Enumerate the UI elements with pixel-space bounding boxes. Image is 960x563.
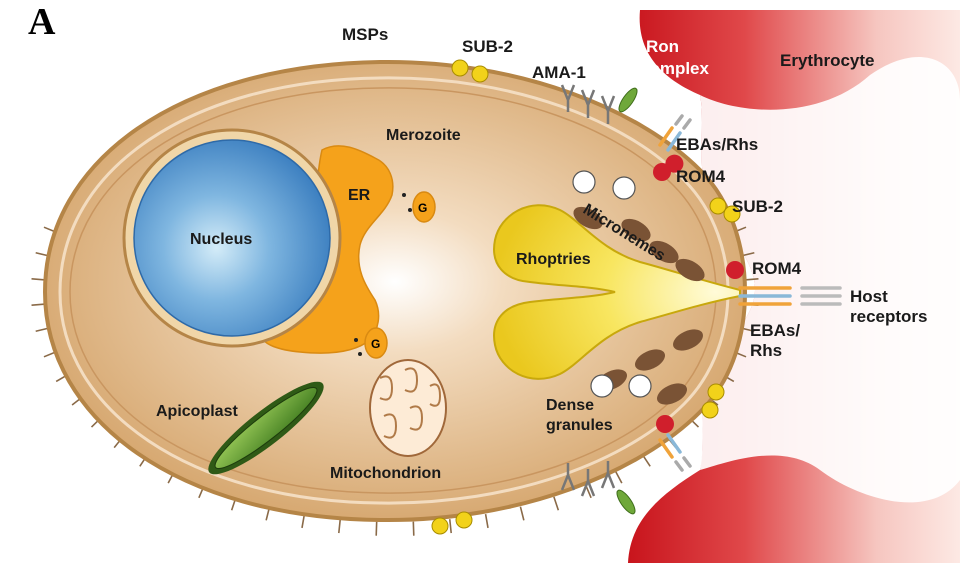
- msp-spike: [520, 507, 523, 521]
- dense-granule: [613, 177, 635, 199]
- vesicle-dot: [354, 338, 358, 342]
- label-ron-complex-1: Ron: [646, 37, 679, 56]
- label-dense-granules-2: granules: [546, 417, 613, 434]
- dense-granule: [591, 375, 613, 397]
- msp-spike: [486, 514, 488, 528]
- label-merozoite: Merozoite: [386, 127, 461, 144]
- label-apicoplast: Apicoplast: [156, 403, 238, 420]
- rom4-protein: [653, 163, 671, 181]
- label-host-receptors-2: receptors: [850, 307, 927, 326]
- ron-complex-protein: [614, 488, 638, 517]
- label-ebas-rhs-1: EBAs/: [750, 321, 800, 340]
- label-erythrocyte: Erythrocyte: [780, 51, 874, 70]
- vesicle-dot: [358, 352, 362, 356]
- label-host-receptors-1: Host: [850, 287, 888, 306]
- label-er: ER: [348, 187, 371, 204]
- sub2-protein: [472, 66, 488, 82]
- sub2-protein: [432, 518, 448, 534]
- sub2-protein: [708, 384, 724, 400]
- label-nucleus: Nucleus: [190, 231, 252, 248]
- msp-spike: [339, 519, 340, 533]
- msp-spike: [615, 471, 622, 483]
- msp-spike: [554, 497, 558, 510]
- label-dense-granules-1: Dense: [546, 397, 594, 414]
- sub2-protein: [702, 402, 718, 418]
- msp-spike: [450, 519, 451, 533]
- label-ebas-rhs-2: Rhs: [750, 341, 782, 360]
- label-rom4-top: ROM4: [676, 167, 726, 186]
- label-msps: MSPs: [342, 25, 388, 44]
- vesicle-dot: [402, 193, 406, 197]
- vesicle-dot: [408, 208, 412, 212]
- dense-granule: [573, 171, 595, 193]
- label-ron-complex-2: complex: [640, 59, 710, 78]
- sub2-protein: [710, 198, 726, 214]
- rom4-protein: [726, 261, 744, 279]
- label-ebas-rhs-top: EBAs/Rhs: [676, 135, 758, 154]
- mitochondrion: [370, 360, 446, 456]
- label-rom4-right: ROM4: [752, 259, 802, 278]
- label-sub2-top: SUB-2: [462, 37, 513, 56]
- dense-granule: [629, 375, 651, 397]
- label-golgi-bottom: G: [371, 337, 380, 351]
- label-sub2-right: SUB-2: [732, 197, 783, 216]
- label-rhoptries: Rhoptries: [516, 251, 591, 268]
- label-mitochondrion: Mitochondrion: [330, 465, 441, 482]
- panel-letter: A: [28, 1, 56, 43]
- sub2-protein: [452, 60, 468, 76]
- label-ama1: AMA-1: [532, 63, 586, 82]
- ron-complex-protein: [616, 86, 640, 115]
- msp-spike: [32, 304, 46, 305]
- rom4-protein: [656, 415, 674, 433]
- sub2-protein: [456, 512, 472, 528]
- label-golgi-top: G: [418, 201, 427, 215]
